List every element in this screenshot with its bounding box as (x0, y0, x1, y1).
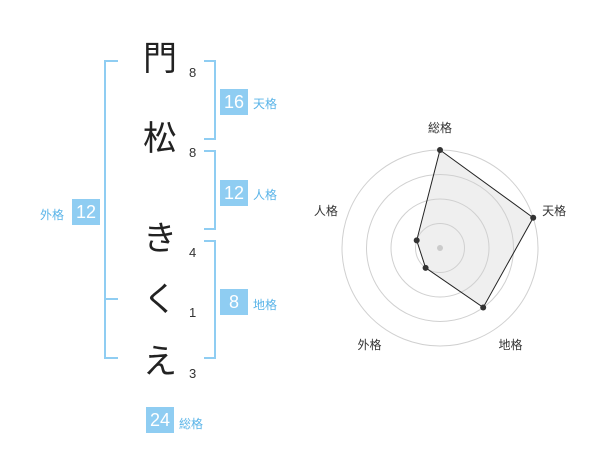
name-char-3: き (143, 219, 177, 259)
stroke-count-1: 8 (189, 65, 197, 80)
stroke-count-2: 8 (189, 145, 197, 160)
soukaku-label: 総格 (179, 417, 204, 431)
gaikaku-value: 12 (72, 199, 100, 225)
name-char-5: え (143, 342, 177, 382)
chikaku-bracket (204, 240, 216, 359)
gaikaku-bracket (104, 60, 118, 359)
stroke-count-3: 4 (189, 245, 197, 260)
chikaku-label: 地格 (253, 298, 278, 312)
gaikaku-label: 外格 (40, 208, 65, 222)
radar-axis-label-1: 天格 (542, 203, 566, 218)
radar-point-4 (413, 237, 420, 244)
radar-polygon (416, 149, 534, 309)
tenkaku-bracket (204, 60, 216, 140)
soukaku-value: 24 (146, 407, 174, 433)
radar-point-0 (437, 147, 443, 153)
stroke-count-5: 3 (189, 366, 197, 381)
radar-axis-label-4: 人格 (314, 203, 338, 218)
radar-axis-label-3: 外格 (357, 337, 381, 352)
jinkaku-bracket (204, 150, 216, 230)
chikaku-value: 8 (220, 289, 248, 315)
radar-axis-label-2: 地格 (499, 337, 523, 352)
stroke-count-4: 1 (189, 305, 197, 320)
radar-point-2 (480, 304, 487, 311)
jinkaku-label: 人格 (253, 188, 278, 202)
radar-center-dot (437, 245, 443, 251)
radar-point-1 (530, 214, 537, 221)
name-char-2: 松 (143, 119, 177, 159)
radar-point-3 (422, 264, 429, 271)
tenkaku-label: 天格 (253, 97, 278, 111)
gaikaku-bracket-tick (104, 298, 118, 300)
name-char-1: 門 (143, 39, 177, 79)
radar-ring-3 (366, 174, 514, 322)
radar-axis-label-0: 総格 (428, 120, 452, 135)
radar-ring-2 (390, 198, 490, 298)
name-char-4: く (143, 280, 177, 320)
tenkaku-value: 16 (220, 89, 248, 115)
jinkaku-value: 12 (220, 180, 248, 206)
radar-ring-1 (415, 223, 465, 273)
